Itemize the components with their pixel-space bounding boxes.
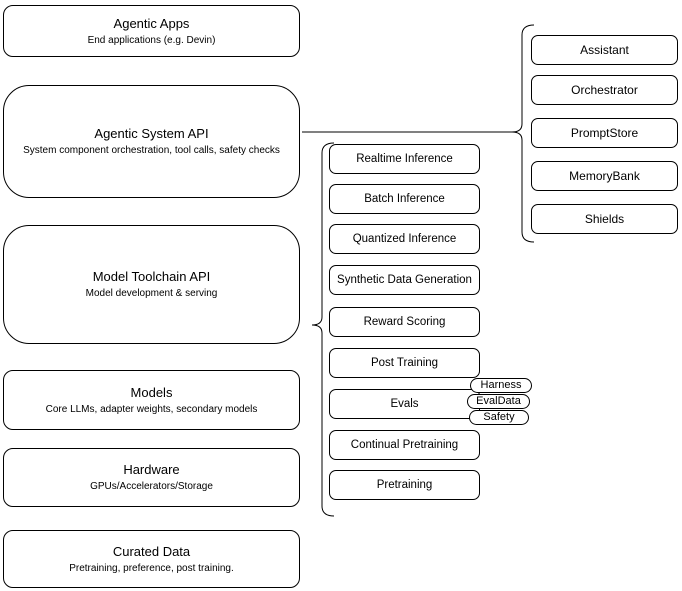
toolchain-item-label: Quantized Inference <box>352 233 457 245</box>
toolchain-item-continual-pretraining: Continual Pretraining <box>329 430 480 460</box>
toolchain-item-label: Realtime Inference <box>356 153 453 165</box>
models-box: Models Core LLMs, adapter weights, secon… <box>3 370 300 430</box>
eval-tag-safety: Safety <box>469 410 529 425</box>
component-promptstore: PromptStore <box>531 118 678 148</box>
models-title: Models <box>130 384 173 400</box>
component-label: Shields <box>584 212 625 226</box>
model-toolchain-api-title: Model Toolchain API <box>92 269 211 284</box>
curated-data-box: Curated Data Pretraining, preference, po… <box>3 530 300 588</box>
model-toolchain-api-box: Model Toolchain API Model development & … <box>3 225 300 344</box>
toolchain-item-label: Synthetic Data Generation <box>337 274 472 286</box>
component-memorybank: MemoryBank <box>531 161 678 191</box>
toolchain-item-label: Batch Inference <box>364 193 445 205</box>
hardware-subtitle: GPUs/Accelerators/Storage <box>90 481 213 492</box>
curated-data-subtitle: Pretraining, preference, post training. <box>69 562 234 574</box>
component-label: MemoryBank <box>569 169 640 183</box>
agentic-system-api-title: Agentic System API <box>94 126 209 141</box>
toolchain-item-reward-scoring: Reward Scoring <box>329 307 480 337</box>
component-label: Orchestrator <box>571 83 638 97</box>
toolchain-item-synthetic-data-generation: Synthetic Data Generation <box>329 265 480 295</box>
toolchain-item-label: Post Training <box>370 357 439 369</box>
component-label: Assistant <box>580 43 629 57</box>
eval-tag-label: EvalData <box>476 395 521 407</box>
agentic-apps-box: Agentic Apps End applications (e.g. Devi… <box>3 5 300 57</box>
component-orchestrator: Orchestrator <box>531 75 678 105</box>
agentic-system-api-box: Agentic System API System component orch… <box>3 85 300 198</box>
agentic-system-api-subtitle: System component orchestration, tool cal… <box>23 145 280 156</box>
toolchain-item-label: Reward Scoring <box>363 316 446 328</box>
toolchain-item-label: Continual Pretraining <box>350 439 459 451</box>
agentic-apps-subtitle: End applications (e.g. Devin) <box>87 34 216 46</box>
hardware-title: Hardware <box>123 462 180 477</box>
component-assistant: Assistant <box>531 35 678 65</box>
eval-tag-label: Harness <box>480 379 522 391</box>
eval-tag-harness: Harness <box>470 378 532 393</box>
hardware-box: Hardware GPUs/Accelerators/Storage <box>3 448 300 507</box>
eval-tag-label: Safety <box>483 411 515 423</box>
toolchain-item-label: Evals <box>390 398 419 410</box>
toolchain-item-label: Pretraining <box>376 479 433 491</box>
component-shields: Shields <box>531 204 678 234</box>
agentic-apps-title: Agentic Apps <box>113 15 190 31</box>
toolchain-item-quantized-inference: Quantized Inference <box>329 224 480 254</box>
toolchain-item-pretraining: Pretraining <box>329 470 480 500</box>
component-label: PromptStore <box>570 126 639 140</box>
toolchain-item-realtime-inference: Realtime Inference <box>329 144 480 174</box>
model-toolchain-api-subtitle: Model development & serving <box>85 288 218 299</box>
eval-tag-evaldata: EvalData <box>467 394 530 409</box>
models-subtitle: Core LLMs, adapter weights, secondary mo… <box>45 403 258 415</box>
curated-data-title: Curated Data <box>112 543 191 559</box>
toolchain-item-batch-inference: Batch Inference <box>329 184 480 214</box>
toolchain-item-evals: Evals <box>329 389 480 419</box>
toolchain-item-post-training: Post Training <box>329 348 480 378</box>
